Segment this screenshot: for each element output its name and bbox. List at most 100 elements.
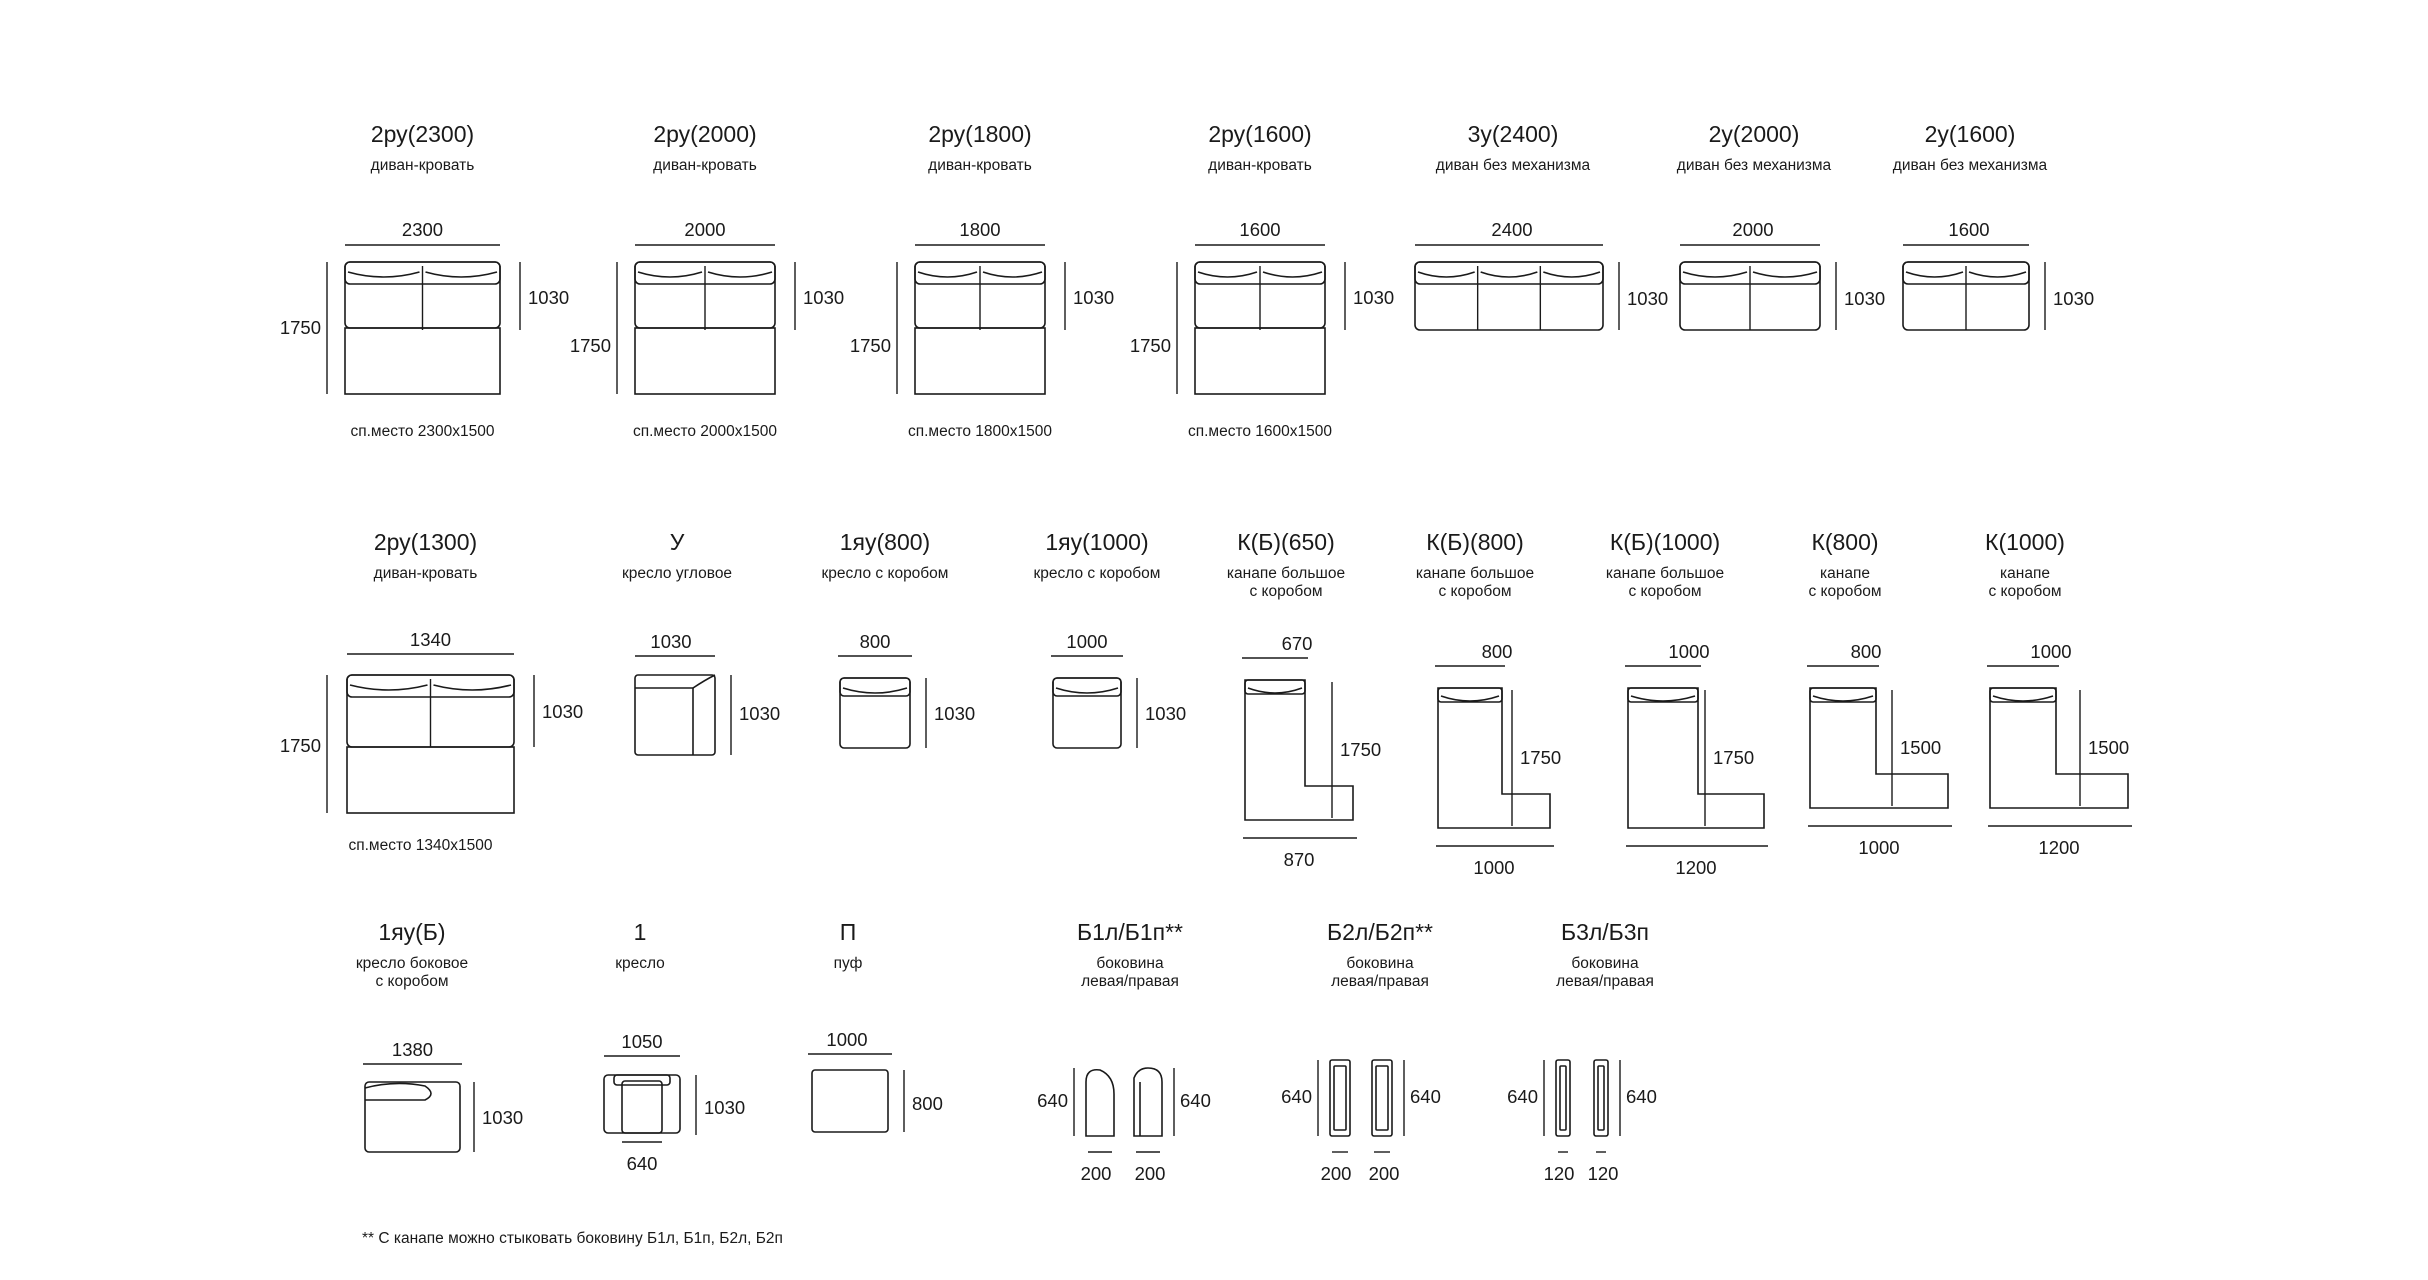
module-description: кресло с коробом — [1034, 565, 1161, 582]
full-depth-label: 1750 — [570, 335, 611, 356]
side-panel-right — [1133, 1067, 1163, 1137]
module-description: кресло — [615, 955, 665, 972]
side-panel-right — [1593, 1059, 1609, 1137]
module-description: диван-кровать — [374, 565, 478, 582]
module-title: 3у(2400) — [1468, 121, 1559, 147]
module-title: 1яу(800) — [840, 529, 930, 555]
module-description: левая/правая — [1081, 973, 1179, 990]
cushion-line — [1055, 687, 1119, 694]
module-title: 2ру(1600) — [1208, 121, 1311, 147]
module-description: кресло с коробом — [822, 565, 949, 582]
depth-label: 1500 — [1900, 737, 1941, 758]
depth-label: 1030 — [739, 703, 780, 724]
full-depth-label: 1750 — [1130, 335, 1171, 356]
width-label: 1800 — [959, 219, 1000, 240]
cushion-line — [1417, 271, 1475, 278]
module-title: 2ру(2300) — [371, 121, 474, 147]
width-label-right: 120 — [1588, 1163, 1619, 1184]
module-description: левая/правая — [1556, 973, 1654, 990]
chaise-body — [1809, 687, 1949, 809]
corner-backrest — [635, 687, 694, 755]
module-description: пуф — [834, 955, 863, 972]
cushion-line — [1812, 695, 1874, 702]
module-title: 1яу(1000) — [1045, 529, 1148, 555]
side-panel-left — [1329, 1059, 1351, 1137]
width-label: 1000 — [826, 1029, 867, 1050]
module-description: диван-кровать — [928, 157, 1032, 174]
depth-label: 1030 — [482, 1107, 523, 1128]
armchair-body — [634, 674, 716, 756]
chaise-body — [1244, 679, 1354, 821]
module-title: 2у(1600) — [1925, 121, 2016, 147]
bottom-width-label: 1200 — [1675, 857, 1716, 878]
bottom-width-label: 1200 — [2038, 837, 2079, 858]
armchair-body — [1052, 677, 1122, 749]
corner-backrest-curve — [692, 674, 716, 689]
side-panel-inner — [1375, 1065, 1389, 1131]
bottom-width-label: 1000 — [1473, 857, 1514, 878]
side-panel-inner — [1597, 1065, 1605, 1131]
bed-extension — [1194, 327, 1326, 395]
module-title: 2ру(2000) — [653, 121, 756, 147]
bottom-width-label: 1000 — [1858, 837, 1899, 858]
module-2ru-1800: 2ру(1800)диван-кровать180010301750сп.мес… — [850, 121, 1114, 440]
side-panel-left — [1085, 1068, 1115, 1137]
cushion-line — [1197, 271, 1258, 278]
module-2ru-2300: 2ру(2300)диван-кровать230010301750сп.мес… — [280, 121, 569, 440]
width-label: 670 — [1282, 633, 1313, 654]
full-depth-label: 1750 — [850, 335, 891, 356]
module-2ru-1300: 2ру(1300)диван-кровать134010301750сп.мес… — [280, 529, 583, 854]
module-title: К(Б)(800) — [1426, 529, 1524, 555]
module-description: с коробом — [1438, 583, 1511, 600]
depth-label: 1030 — [1073, 287, 1114, 308]
module-description: кресло угловое — [622, 565, 732, 582]
pouf-body — [811, 1069, 889, 1133]
depth-label: 1500 — [2088, 737, 2129, 758]
module-title: Б3л/Б3п — [1561, 919, 1649, 945]
width-label: 2000 — [684, 219, 725, 240]
width-label: 800 — [1482, 641, 1513, 662]
cushion-line — [1630, 695, 1696, 702]
armchair-body — [364, 1081, 461, 1153]
module-title: К(Б)(1000) — [1610, 529, 1720, 555]
bed-extension — [634, 327, 776, 395]
bed-extension — [344, 327, 501, 395]
cushion-line — [349, 684, 428, 691]
cushion-line — [1543, 271, 1601, 278]
width-label: 1050 — [621, 1031, 662, 1052]
module-title: К(Б)(650) — [1237, 529, 1335, 555]
cushion-line — [842, 687, 908, 694]
depth-label: 1030 — [2053, 288, 2094, 309]
width-label: 1030 — [650, 631, 691, 652]
sleeping-area-note: сп.место 2300х1500 — [350, 423, 494, 440]
module-2ru-2000: 2ру(2000)диван-кровать200010301750сп.мес… — [570, 121, 844, 440]
cushion-line — [982, 271, 1043, 278]
width-label: 1600 — [1948, 219, 1989, 240]
module-description: диван без механизма — [1436, 157, 1591, 174]
width-label-left: 200 — [1081, 1163, 1112, 1184]
module-description: канапе большое — [1606, 565, 1724, 582]
module-description: с коробом — [375, 973, 448, 990]
depth-label: 1030 — [704, 1097, 745, 1118]
bed-extension — [914, 327, 1046, 395]
module-description: с коробом — [1249, 583, 1322, 600]
module-description: диван без механизма — [1893, 157, 2048, 174]
cushion-line — [1992, 695, 2054, 702]
depth-label: 1030 — [1145, 703, 1186, 724]
depth-label: 1030 — [1353, 287, 1394, 308]
depth-label: 1750 — [1713, 747, 1754, 768]
module-title: 2у(2000) — [1709, 121, 1800, 147]
cushion-line — [1262, 271, 1323, 278]
cushion-line — [1440, 695, 1500, 702]
width-label: 1000 — [1066, 631, 1107, 652]
width-label: 1380 — [392, 1039, 433, 1060]
module-title: 2ру(1300) — [374, 529, 477, 555]
chaise-body — [1627, 687, 1765, 829]
